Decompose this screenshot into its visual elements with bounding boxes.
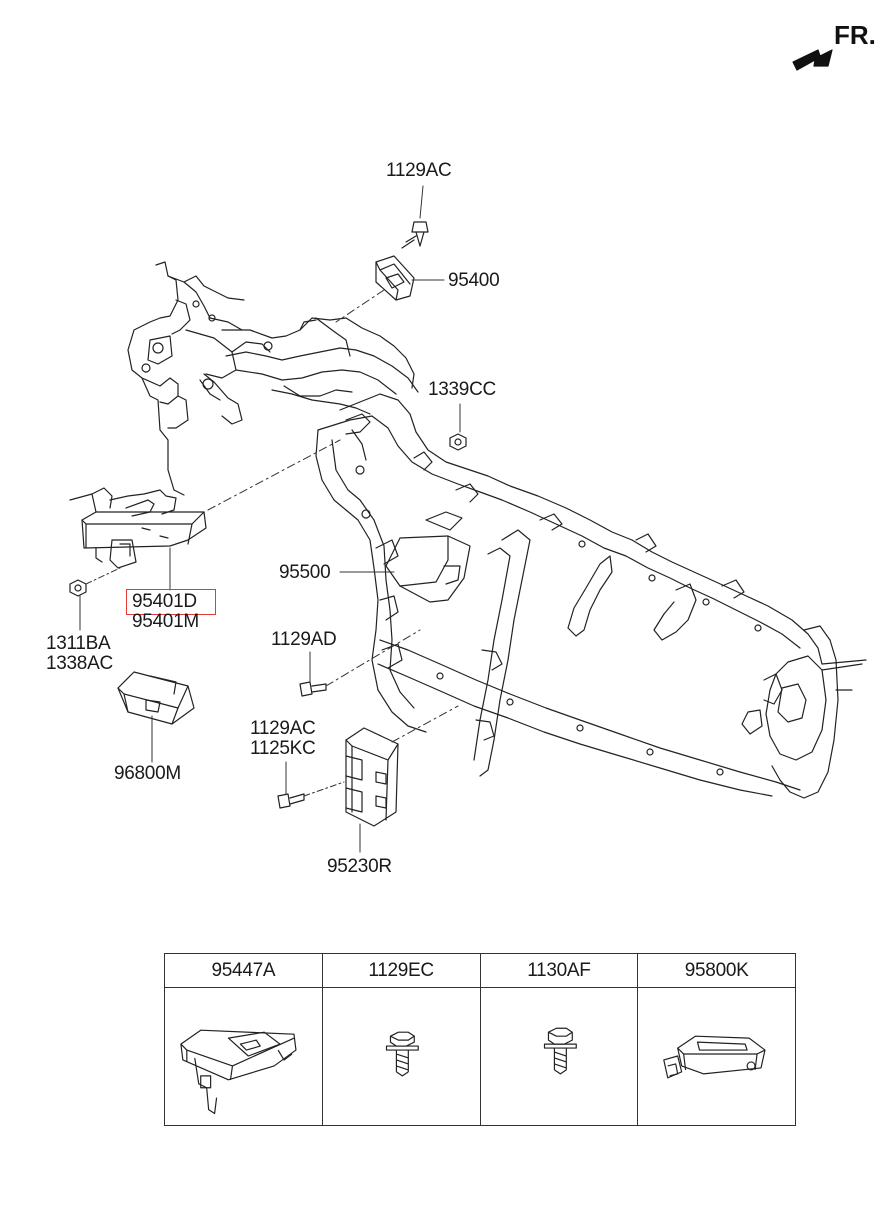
table-cell-95800k [637,987,796,1126]
callout-95500[interactable]: 95500 [279,562,331,583]
highlight-box [126,589,216,615]
module-95800k-illustration [663,1035,766,1079]
nut-1339cc [449,433,467,451]
module-95230r [345,727,399,827]
module-95401d [69,487,207,569]
callout-95401m[interactable]: 95401M [132,611,199,632]
table-header-1129ec[interactable]: 1129EC [321,953,481,988]
cowl-cross-bar-frame [127,261,867,799]
front-direction-label: FR. [834,20,876,50]
callout-95230r[interactable]: 95230R [327,856,392,877]
module-96800m [117,671,195,725]
bolt-1129ac-lower [277,793,305,809]
callout-1311ba[interactable]: 1311BA [46,633,111,654]
callout-1129ad[interactable]: 1129AD [271,629,337,650]
parts-reference-table: 95447A 1129EC 1130AF 95800K [164,953,796,1126]
callout-1129ac-lower[interactable]: 1129AC [250,718,316,739]
callout-95400[interactable]: 95400 [448,270,500,291]
callout-95401d[interactable]: 95401D [132,591,197,612]
bolt-1129ac-top [401,221,429,249]
module-95400 [375,255,415,301]
callout-1129ac-top[interactable]: 1129AC [386,160,452,181]
callout-96800m[interactable]: 96800M [114,763,181,784]
table-header-95447a[interactable]: 95447A [164,953,323,988]
callout-1339cc[interactable]: 1339CC [428,379,496,400]
nut-1311ba [69,579,87,597]
module-95447a-illustration [180,1029,297,1115]
bolt-1129ec-illustration [385,1031,419,1077]
table-cell-1130af [479,987,639,1126]
table-header-1130af[interactable]: 1130AF [479,953,639,988]
table-cell-1129ec [321,987,481,1126]
front-direction-arrow-icon [792,49,833,71]
bolt-1129ad [299,681,327,697]
callout-1338ac[interactable]: 1338AC [46,653,113,674]
bolt-1130af-illustration [543,1027,577,1075]
table-cell-95447a [164,987,323,1126]
callout-1125kc[interactable]: 1125KC [250,738,316,759]
table-header-95800k[interactable]: 95800K [637,953,796,988]
